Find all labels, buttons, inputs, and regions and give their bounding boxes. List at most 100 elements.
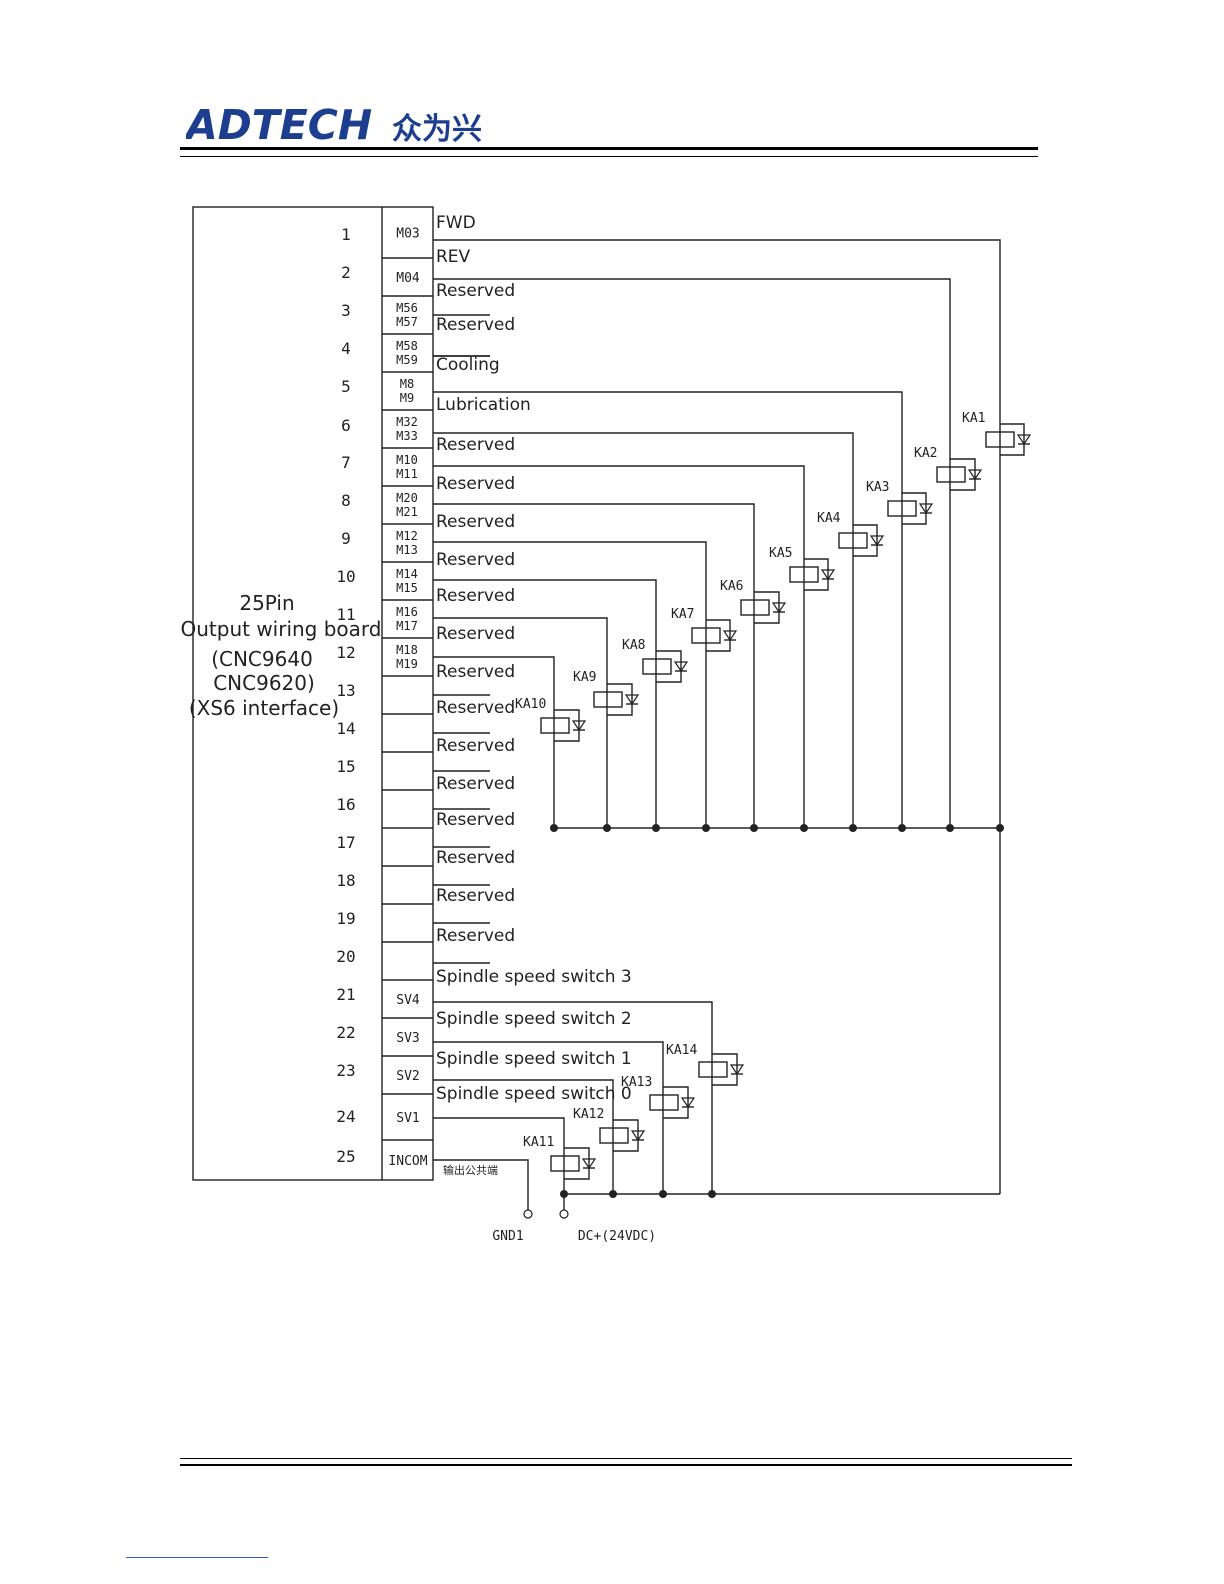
- pin-code: M59: [396, 353, 418, 367]
- wires-layer: [433, 239, 1004, 1219]
- pin-label: Spindle speed switch 0: [436, 1084, 632, 1104]
- spindle-wire: [433, 1079, 614, 1194]
- relay-coil: [599, 1127, 629, 1144]
- pin-code: M13: [396, 543, 418, 557]
- board-title-line-3: (CNC9640: [211, 647, 313, 671]
- pin-label: Lubrication: [436, 395, 531, 415]
- relay-coil: [691, 627, 721, 644]
- diode-bracket: [656, 650, 682, 683]
- pin-code: M9: [400, 391, 414, 405]
- pin-code: INCOM: [388, 1154, 427, 1169]
- diode-bracket: [804, 558, 829, 591]
- pin-label: FWD: [436, 213, 476, 233]
- signal-wire: [433, 465, 805, 828]
- pin-code: M15: [396, 581, 418, 595]
- relay-label: KA13: [621, 1075, 652, 1090]
- pin-code: M21: [396, 505, 418, 519]
- relay-coil: [649, 1094, 679, 1111]
- diode-symbol: [1016, 434, 1032, 446]
- diode-symbol: [918, 503, 934, 515]
- relay-coil: [593, 691, 623, 708]
- pin-code: M56: [396, 301, 418, 315]
- pin-code: M03: [396, 227, 419, 242]
- diode-symbol: [680, 1097, 696, 1109]
- signal-wire: [433, 656, 555, 828]
- pin-label: Spindle speed switch 2: [436, 1009, 632, 1029]
- pin-label: Reserved: [436, 810, 515, 830]
- header-rule: [180, 147, 1038, 150]
- pin-number: 1: [341, 225, 351, 244]
- relay-coil: [985, 431, 1015, 448]
- pin-number: 17: [336, 833, 355, 852]
- relay-ka7: KA7: [671, 607, 738, 652]
- relay-coil: [642, 658, 672, 675]
- signal-wire: [433, 579, 657, 828]
- pin-number: 6: [341, 416, 351, 435]
- relay-label: KA12: [573, 1107, 604, 1122]
- pin-number: 23: [336, 1061, 355, 1080]
- diode-bracket: [1000, 423, 1025, 456]
- pin-code: M16: [396, 605, 418, 619]
- diode-symbol: [673, 661, 689, 673]
- pin-number: 12: [336, 643, 355, 662]
- relay-ka6: KA6: [720, 579, 787, 624]
- pin-number: 10: [336, 567, 355, 586]
- pin-label: Reserved: [436, 435, 515, 455]
- diode-bracket: [754, 591, 780, 624]
- pin-label: Reserved: [436, 315, 515, 335]
- relay-label: KA6: [720, 579, 743, 594]
- diode-bracket: [712, 1053, 738, 1086]
- pin-label: Reserved: [436, 926, 515, 946]
- board-title-line-1: 25Pin: [239, 591, 294, 615]
- pin-code: SV4: [396, 993, 420, 1008]
- diode-bracket: [853, 524, 878, 557]
- relay-coil: [740, 599, 770, 616]
- board-title-line-2: Output wiring board: [180, 617, 381, 641]
- footer-rule: [180, 1458, 1072, 1459]
- pin-code: M10: [396, 453, 418, 467]
- diode-symbol: [729, 1064, 745, 1076]
- pin-code: M8: [400, 377, 414, 391]
- pin-number: 3: [341, 301, 351, 320]
- pin-number: 21: [336, 985, 355, 1004]
- diode-bracket: [564, 1147, 590, 1180]
- pin-label: Reserved: [436, 662, 515, 682]
- signal-wire: [433, 503, 755, 828]
- pin-number: 20: [336, 947, 355, 966]
- pin-number: 4: [341, 339, 351, 358]
- pin-label: Reserved: [436, 886, 515, 906]
- header-rule-thin: [180, 156, 1038, 157]
- relay-coil: [838, 532, 868, 549]
- signal-wire: [433, 391, 903, 828]
- pin-code: M20: [396, 491, 418, 505]
- pin-code: M14: [396, 567, 418, 581]
- pin-label: Spindle speed switch 3: [436, 967, 632, 987]
- pin-row: 20 Reserved: [336, 926, 515, 966]
- pin-code: SV3: [396, 1031, 419, 1046]
- diode-symbol: [820, 569, 836, 581]
- pin-row: 21 SV4 Spindle speed switch 3: [336, 967, 631, 1008]
- relay-label: KA11: [523, 1135, 554, 1150]
- pin-label: Reserved: [436, 848, 515, 868]
- diode-bracket: [950, 458, 976, 491]
- relay-coil: [698, 1061, 728, 1078]
- relay-label: KA14: [666, 1043, 697, 1058]
- pin-label: Reserved: [436, 624, 515, 644]
- relay-coil: [540, 717, 570, 734]
- spindle-wire: [433, 1117, 565, 1194]
- pin-label: Reserved: [436, 698, 515, 718]
- diode-bracket: [554, 709, 580, 742]
- diode-symbol: [581, 1158, 597, 1170]
- pin-label: REV: [436, 247, 471, 267]
- pin-code: SV2: [396, 1069, 419, 1084]
- relay-ka14: KA14: [666, 1043, 745, 1086]
- relay-label: KA10: [515, 697, 546, 712]
